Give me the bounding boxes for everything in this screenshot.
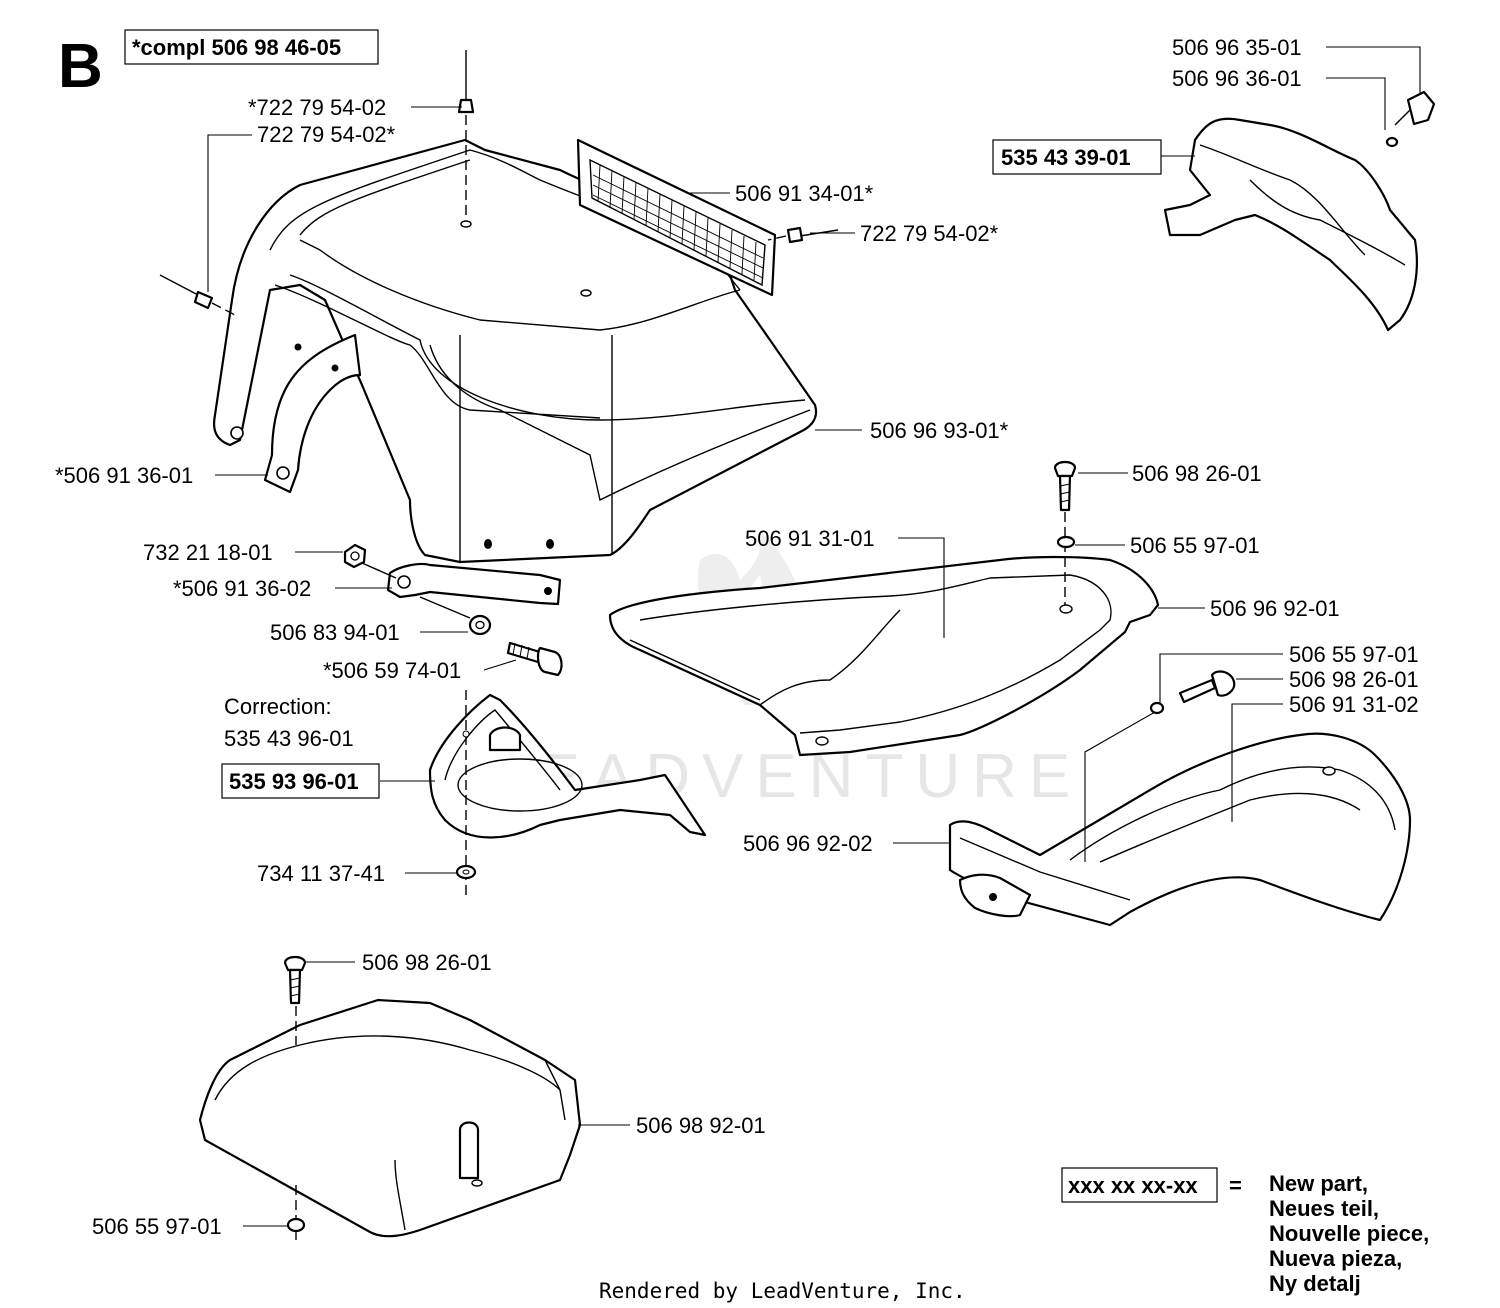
nut-part — [343, 543, 397, 579]
legend-line: New part, — [1269, 1171, 1368, 1196]
grille-part — [576, 138, 777, 297]
bolt-side — [1149, 670, 1236, 715]
callout-label[interactable]: 506 55 97-01 — [92, 1214, 222, 1239]
strap-part — [386, 562, 562, 606]
callout-label[interactable]: *506 59 74-01 — [323, 658, 461, 683]
seat-plate-part — [608, 555, 1160, 757]
guard-part — [1163, 117, 1418, 332]
callout-label[interactable]: *722 79 54-02 — [248, 95, 386, 120]
callout-label[interactable]: 722 79 54-02* — [257, 122, 396, 147]
correction-number: 535 43 96-01 — [224, 726, 354, 751]
callout-label[interactable]: *506 91 36-01 — [55, 463, 193, 488]
callout-label[interactable]: 506 55 97-01 — [1289, 642, 1419, 667]
bottom-cover-part — [198, 998, 582, 1238]
bolt-upper-right — [1053, 460, 1077, 605]
callout-label[interactable]: 506 91 31-02 — [1289, 692, 1419, 717]
callout-label[interactable]: 506 96 36-01 — [1172, 66, 1302, 91]
knob-part — [1385, 90, 1436, 148]
leader-lines — [207, 46, 1421, 1227]
legend-code: xxx xx xx-xx — [1068, 1173, 1198, 1198]
callout-label[interactable]: 506 91 31-01 — [745, 526, 875, 551]
chute-assembly-number[interactable]: 535 93 96-01 — [229, 769, 359, 794]
callout-label[interactable]: 506 98 26-01 — [1289, 667, 1419, 692]
legend-equals: = — [1229, 1173, 1242, 1198]
rear-plate-part — [948, 732, 1412, 927]
rivet-left — [159, 274, 236, 316]
callout-label[interactable]: 722 79 54-02* — [860, 221, 999, 246]
body-cover-part — [213, 138, 818, 564]
callout-label[interactable]: *506 91 36-02 — [173, 576, 311, 601]
callout-label[interactable]: 506 96 93-01* — [870, 418, 1009, 443]
legend-line: Neues teil, — [1269, 1196, 1379, 1221]
callout-label[interactable]: 506 98 26-01 — [1132, 461, 1262, 486]
callout-label[interactable]: 506 55 97-01 — [1130, 533, 1260, 558]
bolt-bottom — [283, 955, 307, 1240]
chute-assembly-box — [221, 763, 380, 799]
callout-label[interactable]: 732 21 18-01 — [143, 540, 273, 565]
legend-code-box — [1061, 1167, 1218, 1203]
section-letter: B — [58, 32, 103, 101]
bolt-part — [506, 641, 563, 677]
callout-label[interactable]: 506 83 94-01 — [270, 620, 400, 645]
callouts: 506 96 35-01 506 96 36-01 *722 79 54-02 … — [55, 35, 1419, 1239]
guard-assembly-box — [992, 139, 1162, 175]
legend: xxx xx xx-xx = New part, Neues teil, Nou… — [1061, 1167, 1429, 1296]
callout-label[interactable]: 506 96 35-01 — [1172, 35, 1302, 60]
callout-label[interactable]: 734 11 37-41 — [257, 861, 385, 886]
callout-label[interactable]: 506 96 92-01 — [1210, 596, 1340, 621]
legend-line: Nueva pieza, — [1269, 1246, 1402, 1271]
washer-part — [419, 596, 492, 636]
legend-line: Nouvelle piece, — [1269, 1221, 1429, 1246]
legend-line: Ny detalj — [1269, 1271, 1361, 1296]
callout-label[interactable]: 506 98 92-01 — [636, 1113, 766, 1138]
footer-credit: Rendered by LeadVenture, Inc. — [599, 1279, 966, 1303]
guard-assembly-number[interactable]: 535 43 39-01 — [1001, 145, 1131, 170]
correction-label: Correction: — [224, 694, 332, 719]
complete-assembly-number[interactable]: *compl 506 98 46-05 — [132, 35, 341, 60]
callout-label[interactable]: 506 96 92-02 — [743, 831, 873, 856]
rivet-top — [457, 50, 475, 220]
rivet-right — [767, 226, 839, 244]
complete-assembly-box — [124, 29, 379, 65]
side-bracket-part — [263, 333, 362, 494]
callout-label[interactable]: 506 98 26-01 — [362, 950, 492, 975]
chute-part — [428, 690, 707, 895]
callout-label[interactable]: 506 91 34-01* — [735, 181, 874, 206]
